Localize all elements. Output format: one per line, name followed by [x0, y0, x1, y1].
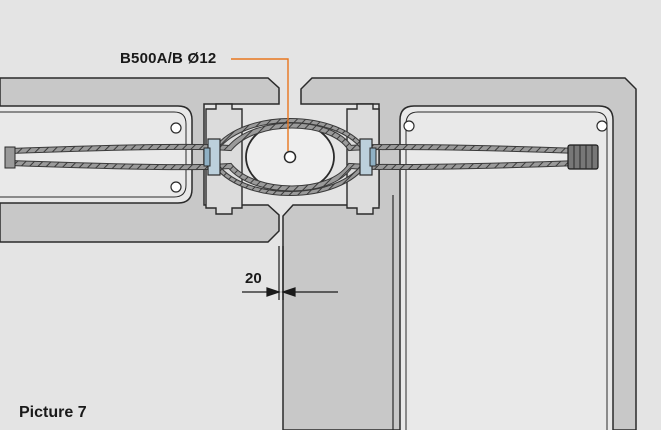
left-anchor-hole-top — [170, 122, 182, 134]
gap-dimension-label: 20 — [245, 270, 262, 287]
right-recess-box — [399, 105, 614, 430]
wire-rope-loops — [7, 118, 583, 196]
rebar-centre-point — [283, 150, 297, 164]
right-cable-clip — [369, 147, 377, 167]
left-cable-end — [4, 146, 16, 169]
rebar-label: B500A/B Ø12 — [120, 50, 217, 67]
left-recess-inner — [0, 111, 187, 198]
left-recess-box — [0, 105, 193, 204]
right-anchor-hole-right — [596, 120, 608, 132]
right-recess-inner — [405, 111, 608, 430]
right-anchor-hole-left — [403, 120, 415, 132]
gap-dimension — [242, 246, 338, 300]
rebar-leader-line — [231, 58, 289, 151]
figure-caption: Picture 7 — [19, 404, 87, 421]
left-cable-clip — [203, 147, 211, 167]
left-anchor-hole-bottom — [170, 181, 182, 193]
right-cable-sleeve-ribs — [573, 145, 593, 169]
right-cable-sleeve — [567, 144, 599, 170]
